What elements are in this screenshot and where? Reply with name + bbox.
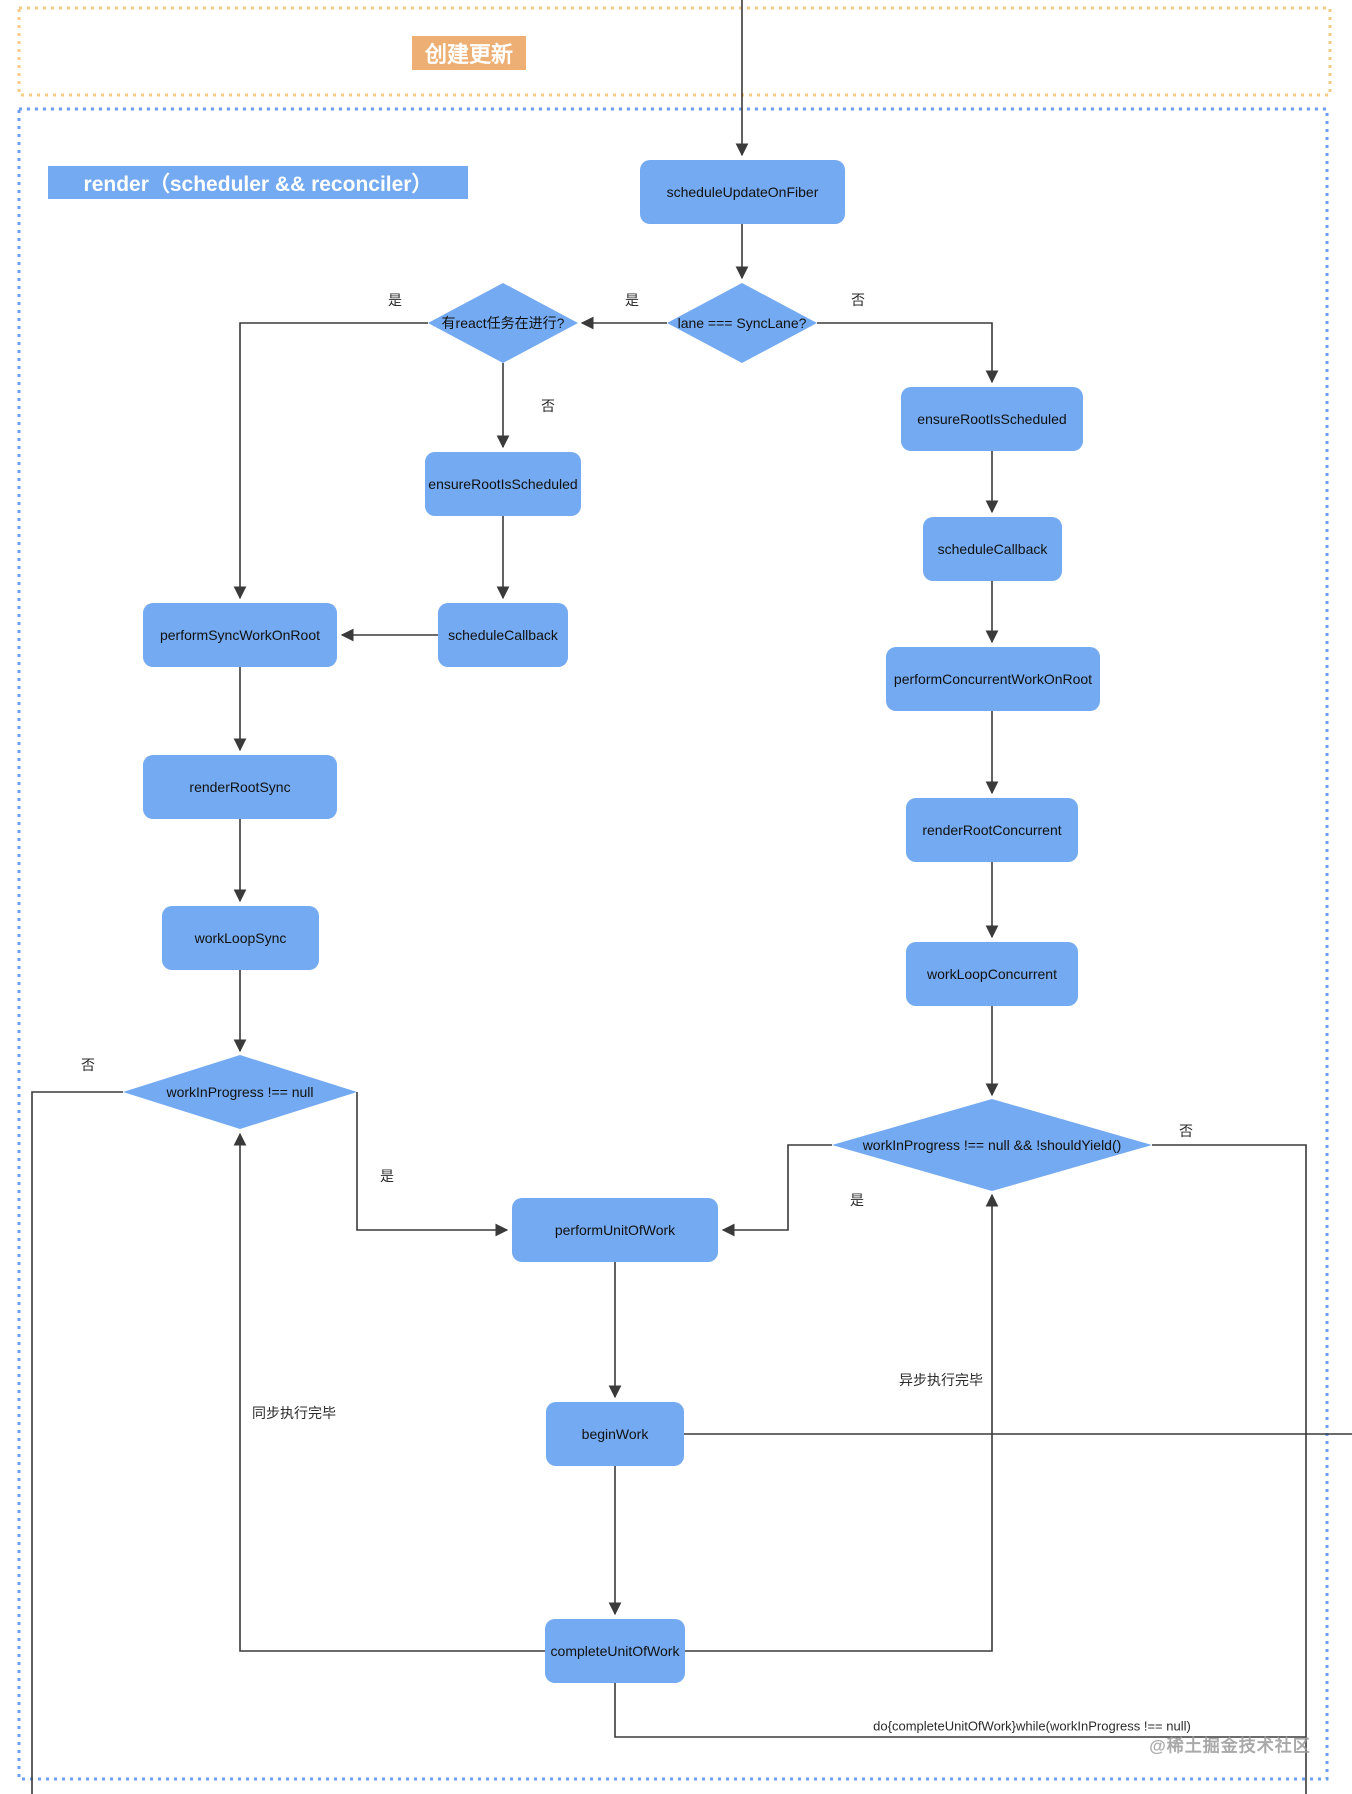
create-update-section-title: 创建更新 (412, 36, 526, 70)
edge-yield-yes-to-performunitofwork (721, 1144, 832, 1237)
edge-sync-done-loop-to-wip-diamond (233, 1132, 545, 1652)
edge-async-done-loop-to-yield-diamond (685, 1193, 999, 1652)
edge-label-sync-done: 同步执行完毕 (252, 1405, 336, 1421)
diamond-lane-is-synclane: lane === SyncLane? (667, 283, 817, 363)
juejin-watermark: @稀土掘金技术社区 (1149, 1736, 1311, 1756)
edge-dowhile-loop (614, 1683, 1306, 1738)
edge-hastask-yes-to-performsyncworkonroot (233, 322, 428, 600)
node-workloopsync: workLoopSync (162, 906, 319, 970)
diamond-workinprogress-and-not-shouldyield-label: workInProgress !== null && !shouldYield(… (862, 1137, 1122, 1153)
edge-wip-yes-to-performunitofwork (356, 1092, 509, 1237)
edges (31, 0, 1352, 1794)
edge-label-do-while: do{completeUnitOfWork}while(workInProgre… (873, 1718, 1191, 1734)
diamond-workinprogress-and-not-shouldyield: workInProgress !== null && !shouldYield(… (832, 1099, 1152, 1191)
node-renderrootconcurrent: renderRootConcurrent (906, 798, 1078, 862)
node-scheduleupdateonfiber: scheduleUpdateOnFiber (640, 160, 845, 224)
node-beginwork: beginWork (546, 1402, 684, 1466)
node-performconcurrentworkonroot: performConcurrentWorkOnRoot (886, 647, 1100, 711)
edge-label-no-wip: 否 (81, 1057, 95, 1073)
edge-lane-no-to-ensurerootisscheduled (817, 322, 999, 384)
node-ensurerootisscheduled-mid: ensureRootIsScheduled (425, 452, 581, 516)
edge-label-async-done: 异步执行完毕 (899, 1372, 983, 1388)
node-ensurerootisscheduled-right: ensureRootIsScheduled (901, 387, 1083, 451)
diamond-has-react-task-label: 有react任务在进行? (441, 315, 565, 331)
node-renderrootsync: renderRootSync (143, 755, 337, 819)
node-schedulecallback-left: scheduleCallback (438, 603, 568, 667)
render-section-border (17, 107, 1329, 1781)
edge-label-no-hastask: 否 (541, 398, 555, 414)
edge-label-yes-wip-yield: 是 (850, 1192, 864, 1208)
edge-label-yes-wip: 是 (380, 1168, 394, 1184)
render-section-title: render（scheduler && reconciler） (48, 166, 468, 199)
edge-wip-no-exit-bottom (31, 1091, 123, 1794)
create-update-section-border (17, 6, 1332, 97)
node-completeunitofwork: completeUnitOfWork (545, 1619, 685, 1683)
diamond-workinprogress-not-null: workInProgress !== null (123, 1055, 357, 1129)
diamond-has-react-task: 有react任务在进行? (428, 283, 578, 363)
diamond-workinprogress-not-null-label: workInProgress !== null (166, 1084, 314, 1100)
diamond-lane-is-synclane-label: lane === SyncLane? (677, 315, 807, 331)
edge-label-no-wip-yield: 否 (1179, 1123, 1193, 1139)
edge-label-yes-hastask-branch: 是 (388, 292, 402, 308)
node-schedulecallback-right: scheduleCallback (923, 517, 1062, 581)
edge-label-yes-synclane: 是 (625, 292, 639, 308)
edge-yield-no-exit-bottom (1152, 1144, 1307, 1794)
node-performunitofwork: performUnitOfWork (512, 1198, 718, 1262)
node-workloopconcurrent: workLoopConcurrent (906, 942, 1078, 1006)
node-performsyncworkonroot: performSyncWorkOnRoot (143, 603, 337, 667)
edge-label-no-synclane: 否 (851, 292, 865, 308)
